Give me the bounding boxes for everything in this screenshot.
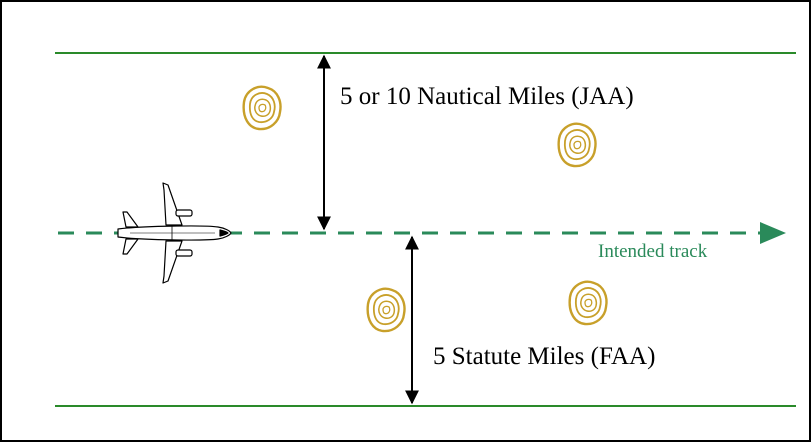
upper-distance-label: 5 or 10 Nautical Miles (JAA) <box>340 83 634 110</box>
terrain-contour-icon <box>242 85 282 131</box>
terrain-contour-icon <box>557 122 597 168</box>
intended-track-label: Intended track <box>598 241 708 262</box>
terrain-contour-icon <box>568 280 608 326</box>
terrain-contour-icon <box>366 287 406 333</box>
airplane-icon <box>117 182 232 284</box>
lower-distance-label: 5 Statute Miles (FAA) <box>433 343 655 370</box>
intended-track-arrowhead <box>760 222 786 244</box>
